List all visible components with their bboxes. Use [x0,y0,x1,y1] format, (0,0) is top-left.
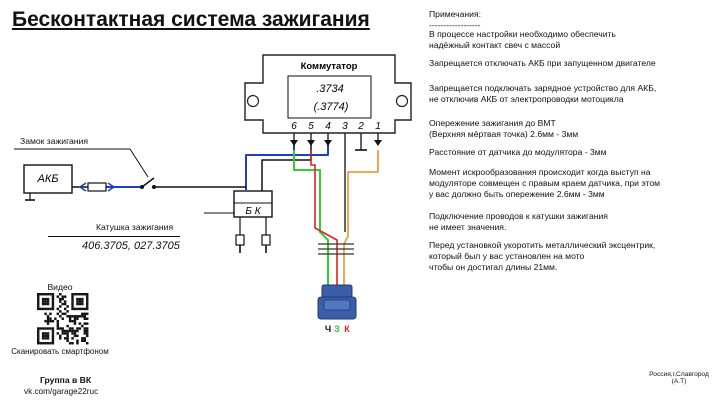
wire-black-coil [261,140,312,192]
qr-caption-bottom: Сканировать смартфоном [11,347,109,356]
qr-code[interactable] [35,291,91,347]
note-line: Расстояние от датчика до модулятора - 3м… [429,147,607,157]
note-item: Подключение проводов к катушки зажигания… [429,211,608,233]
note-line: Опережение зажигания до ВМТ [429,118,556,128]
commutator-model-1: .3734 [316,83,344,95]
note-line: (Верхняя мёртвая точка) 2.6мм - 3мм [429,129,579,139]
note-item: Опережение зажигания до ВМТ(Верхняя мёрт… [429,118,578,140]
notes-title: Примечания: [429,9,482,19]
notes-header: Примечания: ------------------ [429,9,481,31]
coil-label: Катушка зажигания [96,222,174,232]
switch-contact [141,177,155,188]
battery-label: АКБ [37,173,59,185]
coil-label-underline [48,236,180,237]
commutator-pin-label: 3 [342,121,348,132]
wire-orange [343,150,379,285]
commutator-title: Коммутатор [301,61,358,72]
note-line: Подключение проводов к катушки зажигания [429,211,608,221]
note-line: надёжный контакт свеч с массой [429,40,561,50]
note-line: Запрещается отключать АКБ при запущенном… [429,58,656,68]
sensor-letter-red: К [344,324,350,334]
ignition-coil: Б К [204,190,273,253]
note-item: Момент искрообразования происходит когда… [429,167,660,200]
note-item: Перед установкой укоротить металлический… [429,240,655,273]
credit-line-1: Россия,г.Славгород [649,371,709,378]
wire-blue [245,140,295,190]
note-item: В процессе настройки необходимо обеспечи… [429,29,616,51]
commutator-label-box [287,75,372,119]
note-item: Запрещается отключать АКБ при запущенном… [429,58,656,69]
qr-caption-top: Видео [47,282,73,292]
mount-hole-right [395,94,409,108]
coil-terminals: Б К [245,206,261,217]
sensor-letter-black: Ч [325,324,331,334]
fuse [78,182,116,192]
coil-codes: 406.3705, 027.3705 [82,240,180,252]
sensor-letter-green: З [334,324,340,334]
author-credit: Россия,г.Славгород (А.Т) [644,371,714,385]
note-line: В процессе настройки необходимо обеспечи… [429,29,616,39]
wire-red [310,150,338,285]
commutator-model-2: (.3774) [314,101,349,113]
note-line: Запрещается подключать зарядное устройст… [429,83,657,93]
note-line: Перед установкой укоротить металлический… [429,240,656,250]
note-line: не отключив АКБ от электропроводки мотоц… [429,94,624,104]
commutator-pin-label: 5 [308,121,314,132]
notes-divider: ------------------ [429,20,481,31]
credit-line-2: (А.Т) [671,378,687,385]
page-title: Бесконтактная система зажигания [12,8,370,31]
commutator-pin-label: 2 [357,121,364,132]
note-line: Момент искрообразования происходит когда… [429,167,651,177]
battery: АКБ [23,164,73,201]
ignition-lock-label: Замок зажигания [20,136,88,146]
wire-green [293,150,329,285]
hall-sensor: Ч З К [317,284,357,334]
commutator-pin-label: 6 [291,121,297,132]
ignition-lock [14,148,156,189]
mount-hole-left [246,94,260,108]
commutator-pin-label: 1 [375,121,381,132]
note-line: модуляторе совмещен с правым краем датчи… [429,178,661,188]
pin-arrows [290,140,382,146]
spark-plug-left [235,234,245,246]
commutator-pin-label: 4 [325,121,331,132]
note-item: Запрещается подключать зарядное устройст… [429,83,656,105]
spark-plug-right [261,234,271,246]
note-line: чтобы он достигал длины 21мм. [429,262,558,272]
note-line: который был у вас установлен на мото [429,251,585,261]
vk-group: Группа в ВК [40,375,92,385]
note-line: не имеет значения. [429,222,507,232]
vk-link[interactable]: vk.com/garage22ruc [24,387,99,396]
note-line: у вас должно быть опережение 2.6мм - 3мм [429,189,605,199]
note-item: Расстояние от датчика до модулятора - 3м… [429,147,607,158]
